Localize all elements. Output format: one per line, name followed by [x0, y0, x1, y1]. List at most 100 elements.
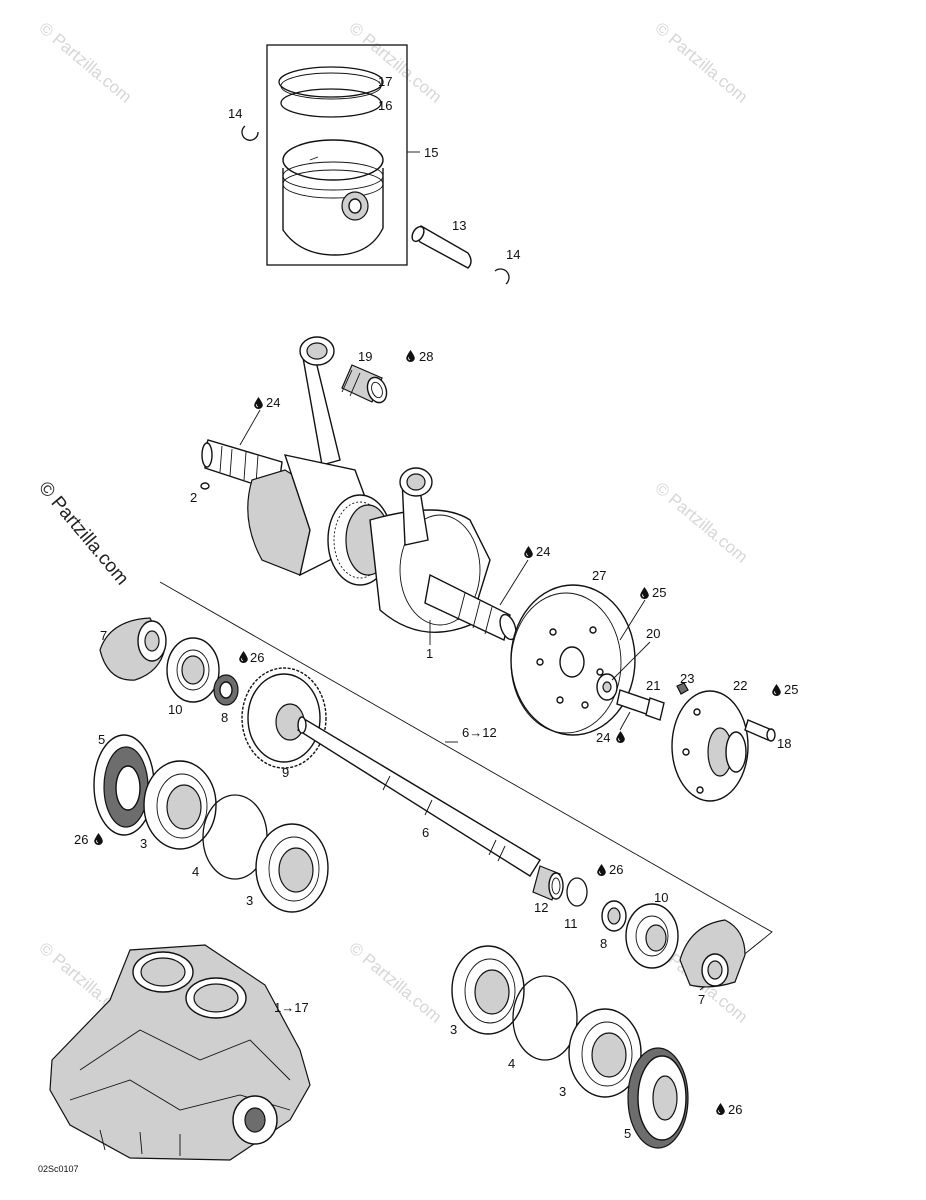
- o-ring-4-right: [512, 975, 578, 1061]
- ball-bearing-10-left: [166, 637, 220, 703]
- label-26-left: 26: [74, 832, 88, 847]
- label-10-right: 10: [654, 890, 668, 905]
- piston-ring-17: [278, 66, 384, 98]
- shaft-kit-outline: 6→12: [159, 581, 773, 991]
- oil-drop-icon: [524, 546, 533, 558]
- counterweight-7-right: [679, 919, 746, 988]
- label-10-left: 10: [168, 702, 182, 717]
- label-5-right: 5: [624, 1126, 631, 1141]
- label-15: 15: [424, 145, 438, 160]
- washer-20: [596, 673, 618, 701]
- label-27: 27: [592, 568, 606, 583]
- watermark-6: © Partzilla.com: [345, 939, 445, 1027]
- left-bearing-stack: 5 26 3 4 3: [74, 732, 329, 913]
- label-25-top: 25: [652, 585, 666, 600]
- label-6: 6: [422, 825, 429, 840]
- label-16: 16: [378, 98, 392, 113]
- nut-23: [676, 682, 689, 695]
- connecting-rod-rear: [299, 336, 341, 466]
- retaining-ring-11: [566, 877, 588, 907]
- label-17: 17: [378, 74, 392, 89]
- oil-drop-icon: [597, 864, 606, 876]
- label-12: 12: [534, 900, 548, 915]
- label-7-right: 7: [698, 992, 705, 1007]
- label-3-left-lower: 3: [246, 893, 253, 908]
- crankshaft-assembly: 2 1 19 28 24 24: [190, 336, 550, 661]
- oil-drop-icon: [640, 587, 649, 599]
- label-19: 19: [358, 349, 372, 364]
- label-2: 2: [190, 490, 197, 505]
- side-watermark: © Partzilla.com: [34, 478, 132, 590]
- pto-shaft-6: [296, 716, 541, 877]
- oil-drop-icon: [772, 684, 781, 696]
- oil-seal-8-left: [213, 674, 239, 706]
- label-18: 18: [777, 736, 791, 751]
- label-6-to-12: 6→12: [462, 725, 497, 740]
- drive-gear-9: [241, 667, 327, 769]
- ball-bearing-3-right-upper: [451, 945, 525, 1035]
- label-8-left: 8: [221, 710, 228, 725]
- label-9: 9: [282, 765, 289, 780]
- label-13: 13: [452, 218, 466, 233]
- counterweight-7-left: [99, 617, 167, 681]
- ball-bearing-3-lower: [255, 823, 329, 913]
- bolt-21: [616, 689, 665, 721]
- label-24-bottom: 24: [596, 730, 610, 745]
- label-24-mid: 24: [536, 544, 550, 559]
- circlip-14-right: [494, 268, 510, 285]
- watermark-1: © Partzilla.com: [35, 19, 135, 107]
- label-22: 22: [733, 678, 747, 693]
- needle-bearing-12: [532, 865, 564, 901]
- oil-drop-icon: [254, 397, 263, 409]
- oil-drop-icon: [406, 350, 415, 362]
- oil-seal-5-left: [93, 734, 155, 836]
- label-26-right: 26: [609, 862, 623, 877]
- label-1: 1: [426, 646, 433, 661]
- ball-bearing-3-right-lower: [568, 1008, 642, 1098]
- needle-bearing-19: [341, 364, 388, 404]
- label-3-right-lower: 3: [559, 1084, 566, 1099]
- oil-drop-icon: [239, 651, 248, 663]
- engine-block-thumbnail: 1→17: [49, 944, 311, 1161]
- drawing-code: 02Sc0107: [38, 1164, 79, 1174]
- oil-seal-5-right: [627, 1047, 689, 1149]
- drive-coupler-22: [671, 690, 749, 802]
- circlip-14-left: [241, 125, 259, 141]
- watermark-4: © Partzilla.com: [651, 479, 751, 567]
- woodruff-key-2: [200, 482, 210, 490]
- label-1-to-17: 1→17: [274, 1000, 309, 1015]
- oil-drop-icon: [94, 833, 103, 845]
- piston-kit-box: [266, 44, 408, 266]
- right-bearing-stack: 3 4 3 5 26: [450, 945, 742, 1149]
- magneto-flywheel-assembly: 27 25 20 21 23 22 25 18 24: [510, 568, 798, 802]
- shaft-parts: 26 7 10 8 9 6 12 11: [99, 617, 746, 1007]
- label-14-right: 14: [506, 247, 520, 262]
- label-20: 20: [646, 626, 660, 641]
- label-23: 23: [680, 671, 694, 686]
- piston-assembly: 17 16 15 14 13 14: [228, 44, 520, 285]
- label-26-upper-left: 26: [250, 650, 264, 665]
- label-24-top: 24: [266, 395, 280, 410]
- piston: [282, 168, 384, 256]
- watermark-3: © Partzilla.com: [651, 19, 751, 107]
- watermark-2: © Partzilla.com: [345, 19, 445, 107]
- connecting-rod-front: [399, 467, 433, 546]
- label-14-left: 14: [228, 106, 242, 121]
- ball-bearing-3-upper: [143, 760, 217, 850]
- piston-ring-16: [280, 88, 382, 118]
- label-5-left: 5: [98, 732, 105, 747]
- label-26-bottom: 26: [728, 1102, 742, 1117]
- label-3-right-upper: 3: [450, 1022, 457, 1037]
- label-3-left-upper: 3: [140, 836, 147, 851]
- label-25-right: 25: [784, 682, 798, 697]
- label-8-right: 8: [600, 936, 607, 951]
- ball-bearing-10-right: [625, 903, 679, 969]
- label-11: 11: [564, 916, 578, 931]
- screw-18: [744, 719, 776, 742]
- oil-drop-icon: [616, 731, 625, 743]
- ring-gear-27: [510, 584, 636, 736]
- oil-seal-8-right: [601, 900, 627, 932]
- oil-drop-icon: [716, 1103, 725, 1115]
- label-7-left: 7: [100, 628, 107, 643]
